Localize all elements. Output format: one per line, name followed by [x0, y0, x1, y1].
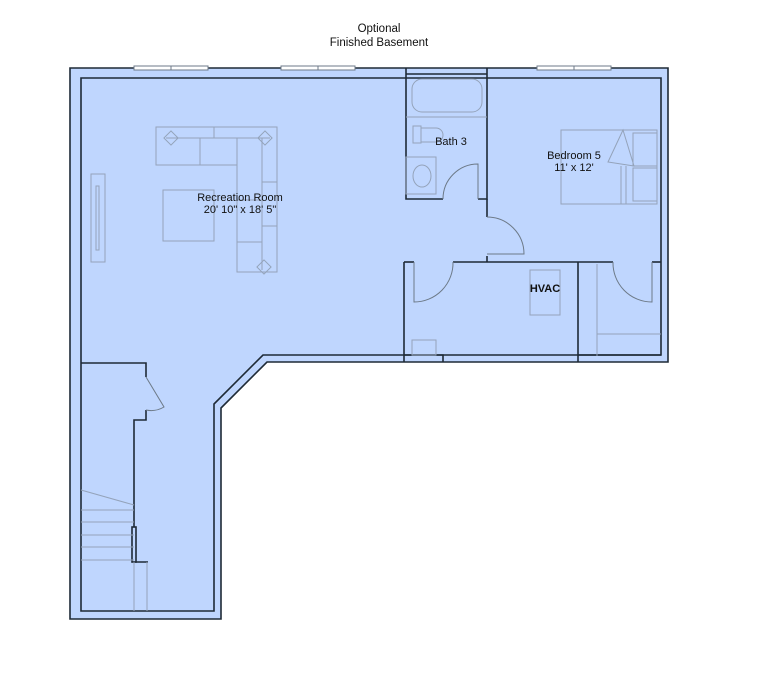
coffee-table-icon [162, 189, 215, 242]
bathtub-icon [411, 78, 483, 113]
plan-title-line2: Finished Basement [329, 37, 429, 49]
sectional-sofa-icon [155, 126, 278, 273]
room-label-bath-3: Bath 3 [435, 136, 467, 148]
room-label-recreation-room: Recreation Room 20' 10" x 18' 5" [197, 192, 283, 216]
plan-title-line1: Optional [357, 23, 401, 35]
room-name: HVAC [529, 283, 561, 295]
stairs-icon [80, 489, 148, 611]
windows [133, 65, 612, 71]
hvac-unit-icon [529, 269, 561, 316]
bed-icon [560, 129, 658, 205]
room-label-hvac: HVAC [530, 283, 560, 295]
tv-console-icon [90, 173, 106, 263]
doors [145, 163, 653, 411]
room-name: Bedroom 5 [547, 150, 601, 162]
room-name: Bath 3 [435, 136, 467, 148]
room-label-bedroom-5: Bedroom 5 11' x 12' [547, 150, 601, 174]
floor-fill [70, 68, 668, 619]
furniture [80, 78, 661, 611]
sink-icon [405, 156, 437, 195]
toilet-icon [412, 125, 422, 144]
plan-title: Optional Finished Basement [0, 22, 758, 50]
room-dimensions: 11' x 12' [554, 162, 594, 174]
interior-walls [81, 68, 661, 563]
room-dimensions: 20' 10" x 18' 5" [203, 204, 277, 216]
room-name: Recreation Room [197, 192, 283, 204]
water-heater-icon [411, 339, 437, 356]
exterior-walls [69, 67, 669, 620]
